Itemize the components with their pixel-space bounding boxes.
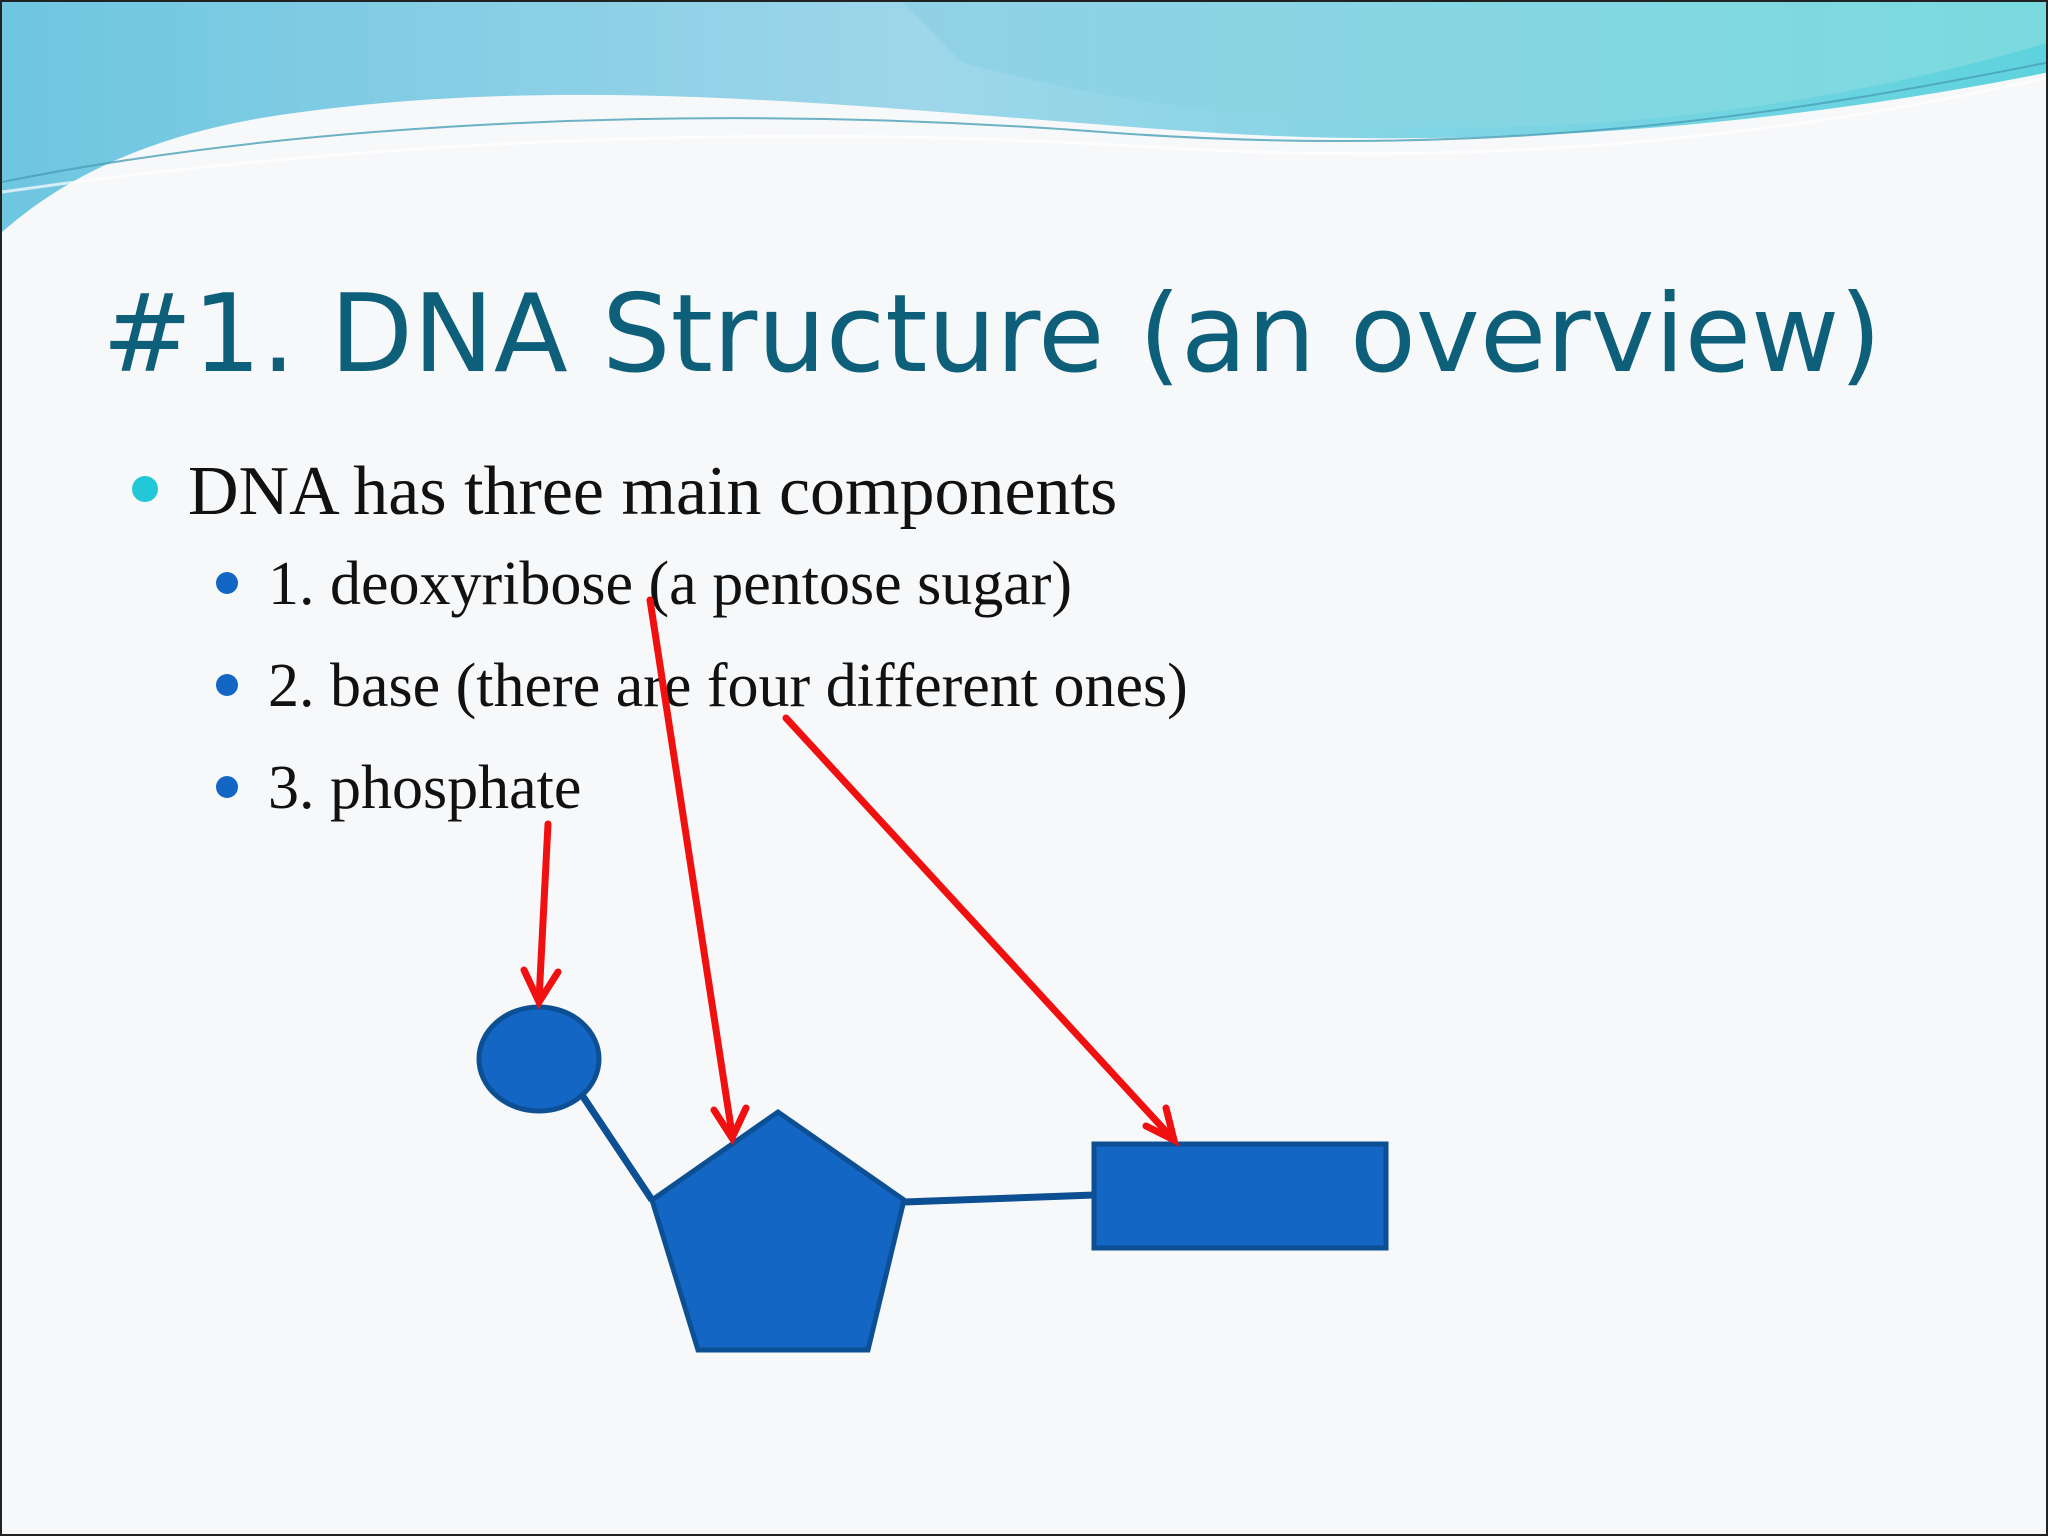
bullet-list: DNA has three main components 1. deoxyri…	[132, 450, 1188, 852]
sub-bullet-text: 1. deoxyribose (a pentose sugar)	[268, 550, 1073, 618]
sub-bullet-text: 3. phosphate	[268, 754, 582, 822]
main-bullet-text: DNA has three main components	[188, 453, 1118, 530]
sugar-pentagon	[649, 1108, 907, 1353]
header-wave-decoration	[2, 2, 2046, 232]
sugar-base-bond	[903, 1191, 1095, 1206]
slide-title: #1. DNA Structure (an overview)	[102, 272, 1882, 397]
sub-bullet-deoxyribose: 1. deoxyribose (a pentose sugar)	[216, 546, 1188, 622]
phosphate-circle	[476, 1004, 602, 1114]
phosphate-sugar-bond	[577, 1090, 655, 1202]
bullet-dot-icon	[132, 476, 158, 502]
sub-bullet-list: 1. deoxyribose (a pentose sugar) 2. base…	[132, 546, 1188, 826]
sub-bullet-base: 2. base (there are four different ones)	[216, 648, 1188, 724]
sub-bullet-container: 1. deoxyribose (a pentose sugar) 2. base…	[132, 546, 1188, 826]
sub-bullet-phosphate: 3. phosphate	[216, 750, 1188, 826]
sub-bullet-text: 2. base (there are four different ones)	[268, 652, 1188, 720]
main-bullet: DNA has three main components	[132, 450, 1188, 534]
bullet-dot-icon	[216, 776, 238, 798]
base-rectangle	[1091, 1141, 1389, 1251]
bullet-dot-icon	[216, 572, 238, 594]
bullet-dot-icon	[216, 674, 238, 696]
